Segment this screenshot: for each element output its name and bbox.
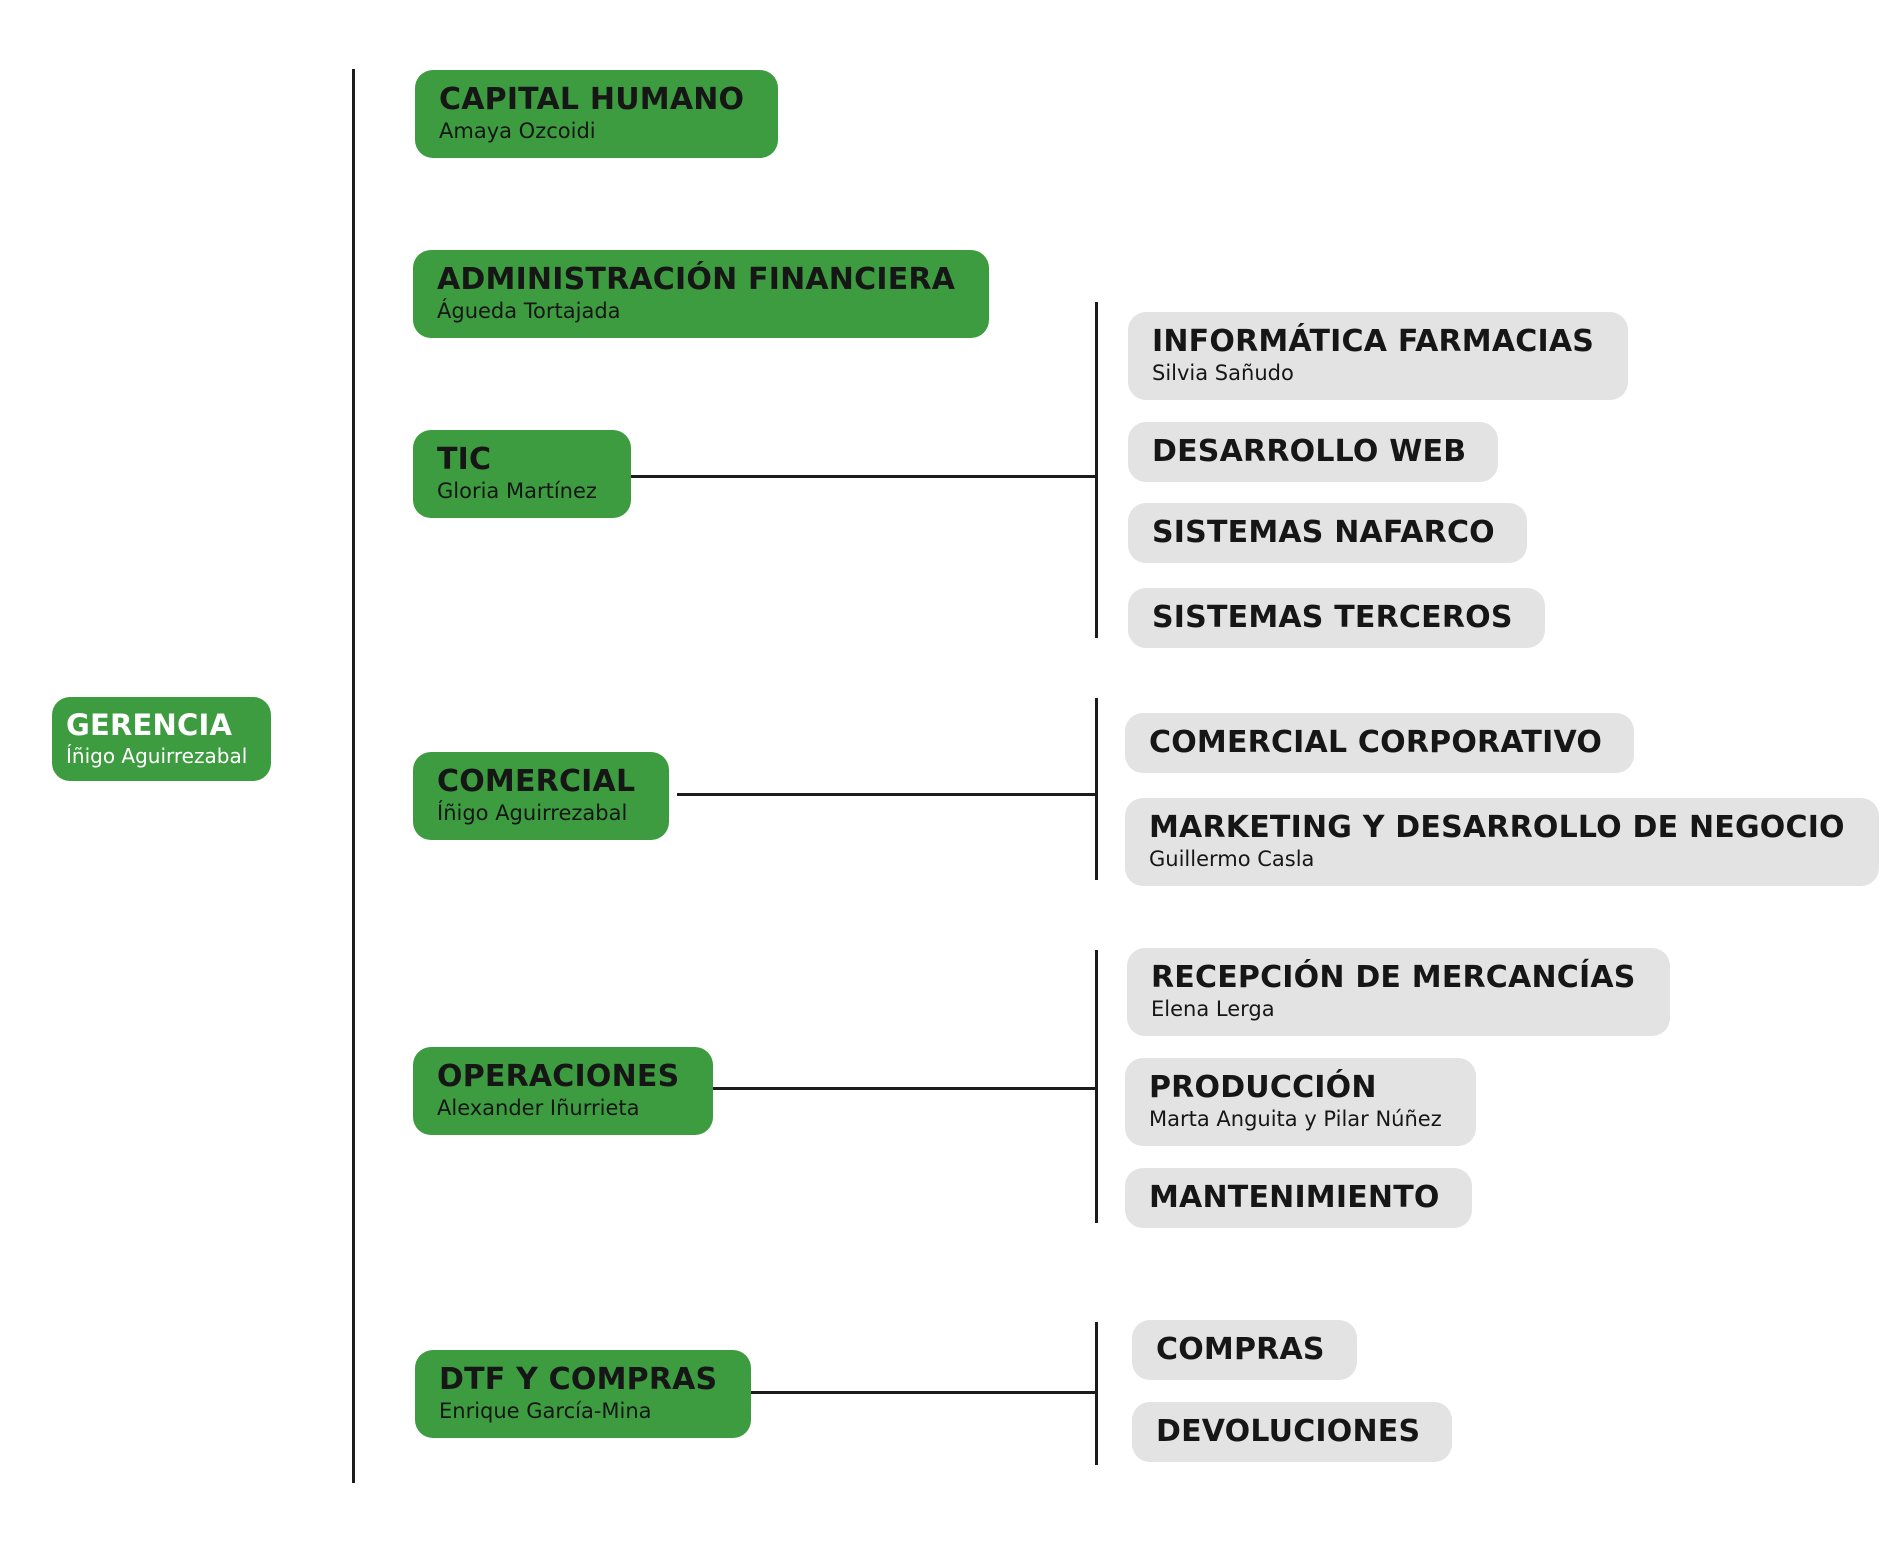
org-node-subtitle: Gloria Martínez <box>437 479 597 503</box>
tic-connector-line <box>627 475 1097 478</box>
org-node-subtitle: Íñigo Aguirrezabal <box>437 801 628 825</box>
org-node-compras: COMPRAS <box>1132 1320 1357 1380</box>
org-node-subtitle: Marta Anguita y Pilar Núñez <box>1149 1107 1442 1131</box>
org-node-subtitle: Alexander Iñurrieta <box>437 1096 640 1120</box>
org-node-title: SISTEMAS TERCEROS <box>1152 600 1513 635</box>
org-node-title: CAPITAL HUMANO <box>439 82 745 117</box>
comercial-children-spine-line <box>1095 698 1098 880</box>
org-node-title: INFORMÁTICA FARMACIAS <box>1152 324 1595 359</box>
org-node-subtitle: Guillermo Casla <box>1149 847 1315 871</box>
org-node-subtitle: Íñigo Aguirrezabal <box>66 744 248 768</box>
org-node-capital-humano: CAPITAL HUMANO Amaya Ozcoidi <box>415 70 779 158</box>
org-node-title: MARKETING Y DESARROLLO DE NEGOCIO <box>1149 810 1845 845</box>
org-node-desarrollo-web: DESARROLLO WEB <box>1128 422 1499 482</box>
org-node-produccion: PRODUCCIÓN Marta Anguita y Pilar Núñez <box>1125 1058 1476 1146</box>
org-node-title: COMPRAS <box>1156 1332 1325 1367</box>
org-node-title: OPERACIONES <box>437 1059 680 1094</box>
org-node-mantenimiento: MANTENIMIENTO <box>1125 1168 1472 1228</box>
tic-children-spine-line <box>1095 302 1098 638</box>
org-node-title: COMERCIAL <box>437 764 636 799</box>
org-node-subtitle: Amaya Ozcoidi <box>439 119 596 143</box>
org-node-dtf-y-compras: DTF Y COMPRAS Enrique García-Mina <box>415 1350 752 1438</box>
org-node-comercial-corporativo: COMERCIAL CORPORATIVO <box>1125 713 1635 773</box>
org-node-subtitle: Elena Lerga <box>1151 997 1275 1021</box>
org-node-administracion-financiera: ADMINISTRACIÓN FINANCIERA Águeda Tortaja… <box>413 250 990 338</box>
org-node-subtitle: Águeda Tortajada <box>437 299 621 323</box>
org-node-title: DESARROLLO WEB <box>1152 434 1467 469</box>
dtf-children-spine-line <box>1095 1322 1098 1465</box>
org-node-title: MANTENIMIENTO <box>1149 1180 1440 1215</box>
org-node-sistemas-nafarco: SISTEMAS NAFARCO <box>1128 503 1527 563</box>
org-node-title: COMERCIAL CORPORATIVO <box>1149 725 1603 760</box>
operaciones-children-spine-line <box>1095 950 1098 1223</box>
org-node-comercial: COMERCIAL Íñigo Aguirrezabal <box>413 752 670 840</box>
org-node-title: ADMINISTRACIÓN FINANCIERA <box>437 262 956 297</box>
org-node-title: PRODUCCIÓN <box>1149 1070 1377 1105</box>
org-node-title: GERENCIA <box>66 708 233 742</box>
org-node-title: RECEPCIÓN DE MERCANCÍAS <box>1151 960 1636 995</box>
org-node-tic: TIC Gloria Martínez <box>413 430 631 518</box>
org-node-gerencia: GERENCIA Íñigo Aguirrezabal <box>52 697 272 781</box>
org-node-subtitle: Silvia Sañudo <box>1152 361 1294 385</box>
org-node-title: TIC <box>437 442 492 477</box>
org-node-sistemas-terceros: SISTEMAS TERCEROS <box>1128 588 1545 648</box>
dtf-connector-line <box>735 1391 1097 1394</box>
org-node-recepcion-mercancias: RECEPCIÓN DE MERCANCÍAS Elena Lerga <box>1127 948 1670 1036</box>
org-node-informatica-farmacias: INFORMÁTICA FARMACIAS Silvia Sañudo <box>1128 312 1629 400</box>
org-node-devoluciones: DEVOLUCIONES <box>1132 1402 1453 1462</box>
org-node-subtitle: Enrique García-Mina <box>439 1399 652 1423</box>
org-node-operaciones: OPERACIONES Alexander Iñurrieta <box>413 1047 714 1135</box>
org-node-title: SISTEMAS NAFARCO <box>1152 515 1495 550</box>
org-node-marketing-desarrollo-negocio: MARKETING Y DESARROLLO DE NEGOCIO Guille… <box>1125 798 1879 886</box>
operaciones-connector-line <box>710 1087 1097 1090</box>
org-node-title: DEVOLUCIONES <box>1156 1414 1421 1449</box>
comercial-connector-line <box>677 793 1097 796</box>
org-node-title: DTF Y COMPRAS <box>439 1362 718 1397</box>
root-spine-line <box>352 69 355 1483</box>
